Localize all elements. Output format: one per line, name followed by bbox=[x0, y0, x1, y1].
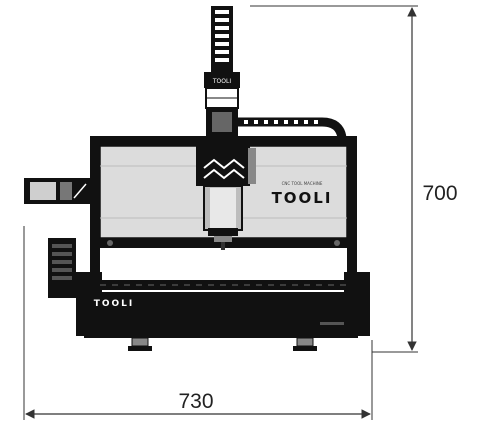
height-dimension-label: 700 bbox=[422, 182, 457, 205]
gantry-brand-logo: TOOLI bbox=[272, 189, 333, 207]
spindle-carriage bbox=[196, 136, 256, 250]
z-axis-motor: TOOLI bbox=[204, 72, 240, 136]
machine-base bbox=[76, 272, 370, 351]
base-brand-logo: TOOLI bbox=[94, 299, 135, 309]
height-dimension bbox=[250, 5, 418, 353]
gantry-tagline: CNC TOOL MACHINE bbox=[282, 181, 323, 186]
electronics-box bbox=[48, 238, 76, 298]
motor-brand-label: TOOLI bbox=[212, 78, 231, 85]
control-pendant bbox=[24, 178, 90, 204]
width-dimension-label: 730 bbox=[178, 390, 213, 413]
horizontal-cable-chain bbox=[238, 117, 347, 139]
vertical-cable-chain bbox=[211, 6, 233, 74]
width-dimension bbox=[23, 226, 373, 420]
